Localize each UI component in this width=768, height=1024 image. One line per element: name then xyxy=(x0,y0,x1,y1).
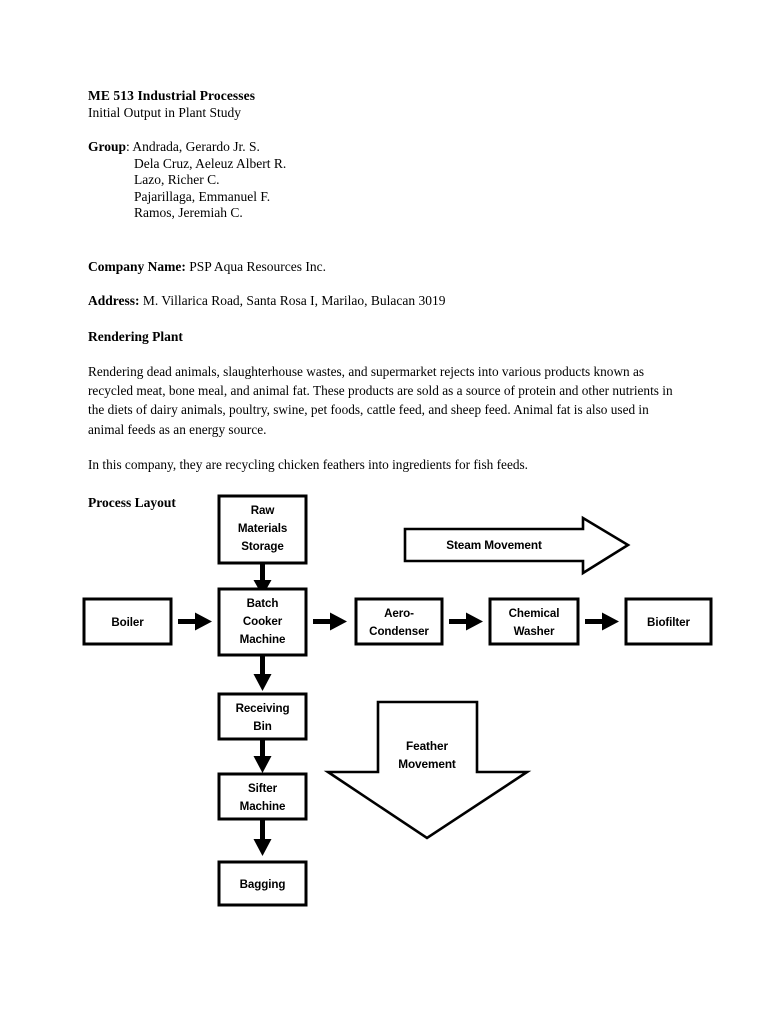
page-subtitle: Initial Output in Plant Study xyxy=(88,105,242,120)
arrow-steam-movement: Steam Movement xyxy=(403,515,631,576)
page-title: ME 513 Industrial Processes xyxy=(88,88,256,103)
group-first-line: Group: Andrada, Gerardo Jr. S. xyxy=(88,139,698,156)
arrow-feather-movement-line-1: Movement xyxy=(398,757,456,771)
company-name-value: PSP Aqua Resources Inc. xyxy=(189,258,326,274)
flow-box-chemical-washer-line-1: Washer xyxy=(514,625,555,638)
process-flowchart: Raw Materials Storage Steam Movement Boi… xyxy=(0,488,768,918)
flow-box-boiler-line-0: Boiler xyxy=(111,616,144,629)
address-value: M. Villarica Road, Santa Rosa I, Marilao… xyxy=(142,292,446,308)
flow-box-boiler[interactable]: Boiler xyxy=(82,597,173,646)
flow-box-chemical-washer[interactable]: Chemical Washer xyxy=(488,597,580,646)
arrow-receiving-bin-to-sifter-machine xyxy=(253,739,272,773)
paragraph-rendering-description: Rendering dead animals, slaughterhouse w… xyxy=(88,363,673,437)
group-member-1: Dela Cruz, Aeleuz Albert R. xyxy=(134,155,287,171)
group-member-2: Lazo, Richer C. xyxy=(134,172,220,187)
arrow-feather-movement: Feather Movement xyxy=(323,700,532,840)
paragraph-company-note: In this company, they are recycling chic… xyxy=(88,457,528,473)
flow-box-bagging-line-0: Bagging xyxy=(240,878,286,891)
flow-box-batch-cooker-machine[interactable]: Batch Cooker Machine xyxy=(217,587,308,657)
arrow-chemical-washer-to-biofilter xyxy=(585,612,619,631)
arrow-boiler-to-batch-cooker xyxy=(178,612,212,631)
group-separator: : xyxy=(126,139,130,154)
flow-box-sifter-machine-line-0: Sifter xyxy=(248,782,278,795)
arrow-feather-movement-line-0: Feather xyxy=(406,739,448,753)
company-name-label: Company Name: xyxy=(88,258,186,274)
flow-box-raw-materials-storage-line-2: Storage xyxy=(241,540,284,553)
process-layout-heading: Process Layout xyxy=(88,494,176,510)
address-label: Address: xyxy=(88,292,140,308)
flow-box-batch-cooker-line-2: Machine xyxy=(240,633,286,646)
group-member-0: Andrada, Gerardo Jr. S. xyxy=(132,139,260,154)
company-name-line: Company Name: PSP Aqua Resources Inc. xyxy=(88,258,698,275)
group-block: Group: Andrada, Gerardo Jr. S. Dela Cruz… xyxy=(88,139,698,222)
flow-box-aero-condenser-line-0: Aero- xyxy=(384,607,414,620)
rendering-plant-heading: Rendering Plant xyxy=(88,328,183,344)
flow-box-batch-cooker-line-0: Batch xyxy=(247,597,279,610)
arrow-aero-condenser-to-chemical-washer xyxy=(449,612,483,631)
flow-box-biofilter[interactable]: Biofilter xyxy=(624,597,713,646)
group-member-4: Ramos, Jeremiah C. xyxy=(134,205,243,220)
flow-box-receiving-bin-line-1: Bin xyxy=(253,720,271,733)
address-line: Address: M. Villarica Road, Santa Rosa I… xyxy=(88,292,698,309)
group-member-3: Pajarillaga, Emmanuel F. xyxy=(134,188,271,204)
arrow-batch-cooker-to-receiving-bin xyxy=(253,655,272,691)
flow-box-bagging[interactable]: Bagging xyxy=(217,860,308,907)
flow-box-sifter-machine[interactable]: Sifter Machine xyxy=(217,772,308,821)
flow-box-receiving-bin-line-0: Receiving xyxy=(236,702,290,715)
flow-box-receiving-bin[interactable]: Receiving Bin xyxy=(217,692,308,741)
arrow-steam-movement-label: Steam Movement xyxy=(446,538,542,552)
flow-box-sifter-machine-line-1: Machine xyxy=(240,800,286,813)
group-label: Group xyxy=(88,139,127,154)
flow-box-aero-condenser-line-1: Condenser xyxy=(369,625,429,638)
arrow-sifter-machine-to-bagging xyxy=(253,819,272,856)
document-text-body: ME 513 Industrial Processes Initial Outp… xyxy=(88,88,698,511)
flow-box-raw-materials-storage-line-0: Raw xyxy=(251,504,276,517)
flow-box-aero-condenser[interactable]: Aero- Condenser xyxy=(354,597,444,646)
flow-box-raw-materials-storage[interactable]: Raw Materials Storage xyxy=(217,494,308,565)
flow-box-batch-cooker-line-1: Cooker xyxy=(243,615,283,628)
flow-box-biofilter-line-0: Biofilter xyxy=(647,616,690,629)
flow-box-chemical-washer-line-0: Chemical xyxy=(509,607,560,620)
arrow-batch-cooker-to-aero-condenser xyxy=(313,612,347,631)
flow-box-raw-materials-storage-line-1: Materials xyxy=(238,522,287,535)
